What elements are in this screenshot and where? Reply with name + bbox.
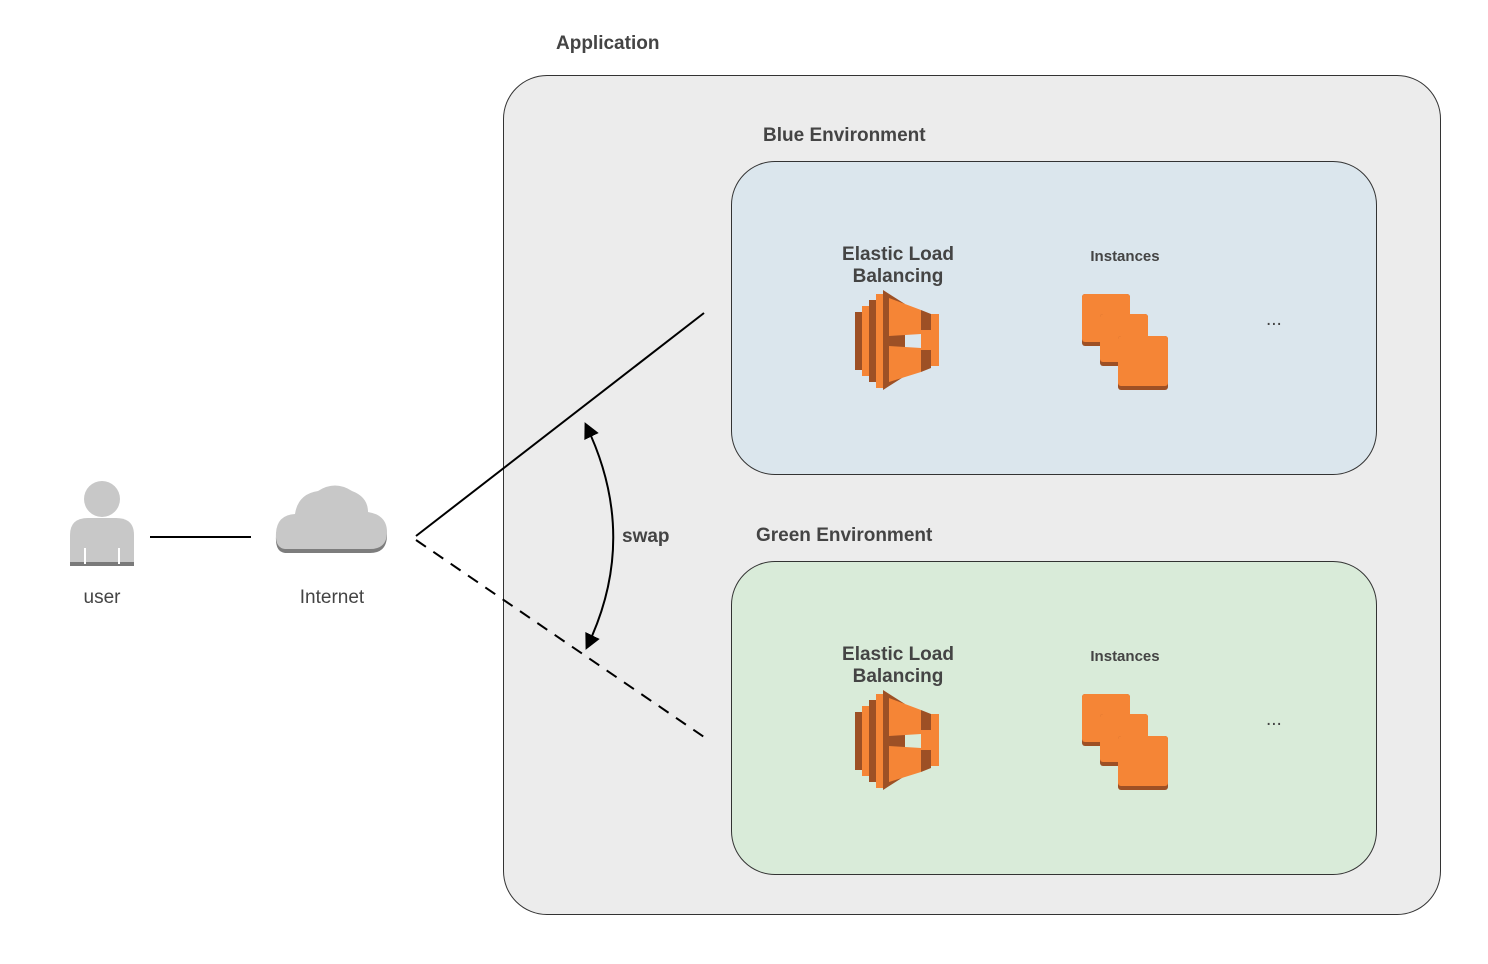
blue-elb-label: Elastic Load Balancing xyxy=(842,244,954,287)
internet-label: Internet xyxy=(299,587,365,608)
cloud-icon xyxy=(275,485,387,553)
blue-more-ellipsis: ... xyxy=(1266,309,1282,330)
active-route-line xyxy=(415,312,705,537)
green-elb-label: Elastic Load Balancing xyxy=(842,644,954,687)
blue-environment-title: Blue Environment xyxy=(763,125,926,146)
user-icon xyxy=(70,481,134,566)
green-elb-icon xyxy=(855,690,939,790)
swap-arrow xyxy=(584,422,615,650)
blue-instances-label: Instances xyxy=(1090,248,1160,265)
blue-environment-box xyxy=(731,161,1377,475)
standby-route-line xyxy=(415,539,705,738)
swap-label: swap xyxy=(622,526,670,547)
green-instances-label: Instances xyxy=(1090,648,1160,665)
green-environment-box xyxy=(731,561,1377,875)
blue-instances-icon xyxy=(1082,294,1168,390)
green-environment-title: Green Environment xyxy=(756,525,933,546)
application-title: Application xyxy=(556,33,660,54)
blue-elb-icon xyxy=(855,290,939,390)
user-label: user xyxy=(83,587,121,608)
green-more-ellipsis: ... xyxy=(1266,709,1282,730)
green-instances-icon xyxy=(1082,694,1168,790)
